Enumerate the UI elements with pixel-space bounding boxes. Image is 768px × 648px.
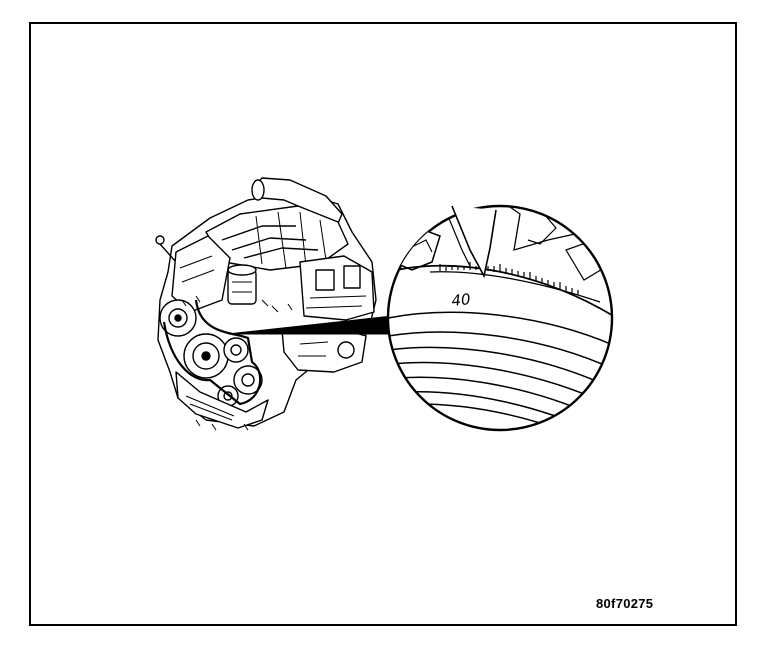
scale-reading-label: 40 bbox=[451, 290, 472, 310]
engine-illustration-icon bbox=[155, 177, 377, 431]
detail-magnifier-icon: 40 bbox=[386, 204, 614, 432]
figure-id-code: 80f70275 bbox=[596, 596, 654, 611]
